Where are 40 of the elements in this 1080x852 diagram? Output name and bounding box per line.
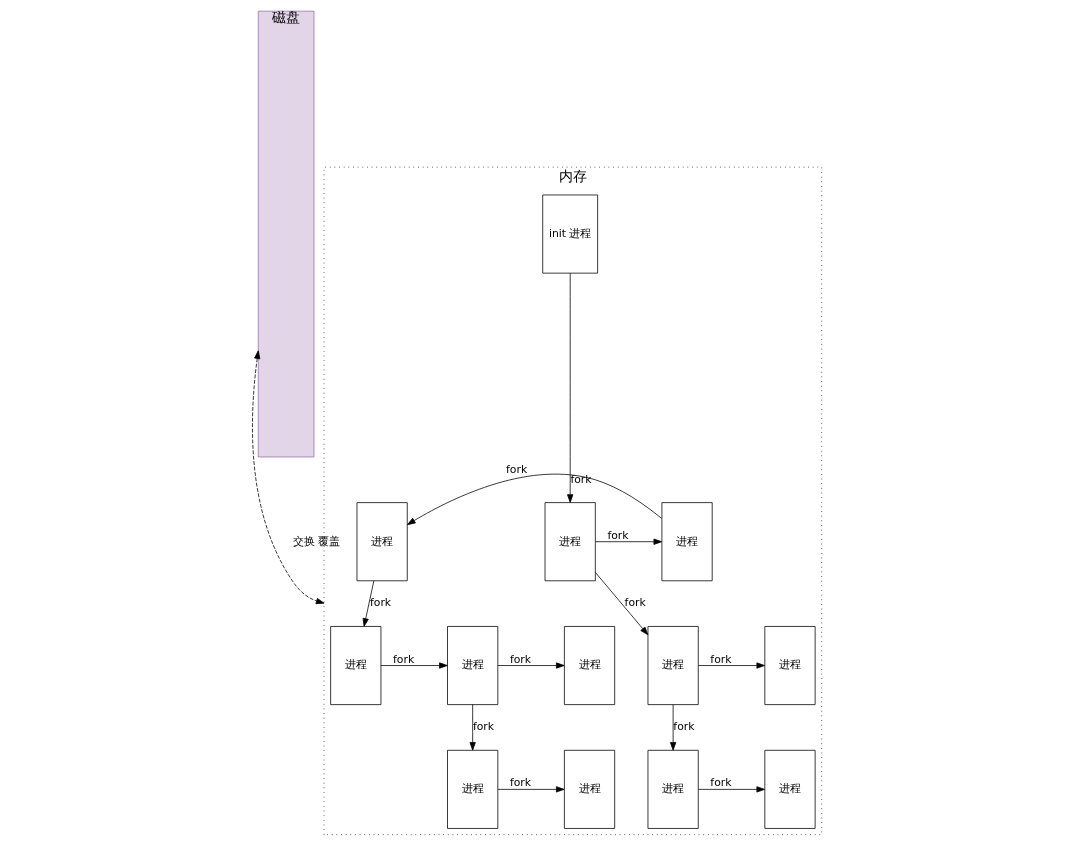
node-box: 进程 — [564, 626, 616, 705]
edge-label: fork — [607, 528, 629, 542]
arrow — [497, 786, 565, 793]
node-box: init 进程 — [542, 194, 599, 274]
edge-label: fork — [393, 652, 415, 666]
edge-label: fork — [673, 720, 695, 734]
node-box: 进程 — [647, 749, 699, 829]
edge-label: fork — [506, 463, 528, 477]
arrow — [380, 662, 448, 669]
edge-label: fork — [710, 776, 732, 790]
node-box: 进程 — [447, 626, 499, 705]
node-box: 进程 — [647, 626, 699, 705]
edge-label: fork — [570, 472, 592, 486]
node-box: 进程 — [564, 749, 616, 829]
arrow — [469, 704, 476, 751]
arrow — [497, 662, 565, 669]
edge-label: fork — [369, 596, 392, 610]
node-box: 进程 — [330, 626, 382, 705]
edge-label: fork — [624, 596, 646, 610]
edge-label: fork — [509, 652, 532, 666]
node-box: 进程 — [544, 502, 596, 582]
arrow — [252, 350, 325, 605]
arrow — [362, 580, 375, 627]
arrow — [698, 786, 765, 793]
node-box: 进程 — [764, 749, 816, 829]
arrow — [407, 473, 662, 526]
edge-label: fork — [710, 652, 732, 666]
edge-label: fork — [472, 720, 495, 734]
node-box: 进程 — [661, 502, 713, 582]
arrow — [698, 662, 765, 669]
node-box: 磁盘 — [257, 10, 315, 458]
edge-label: fork — [509, 776, 532, 790]
arrow — [594, 572, 649, 636]
node-box: 进程 — [447, 749, 499, 829]
node-box: 进程 — [764, 626, 816, 705]
arrow — [595, 538, 663, 545]
node-box: 进程 — [356, 502, 408, 582]
edge-label: 交换 覆盖 — [292, 534, 341, 548]
arrow — [567, 272, 574, 503]
arrow — [670, 704, 677, 751]
